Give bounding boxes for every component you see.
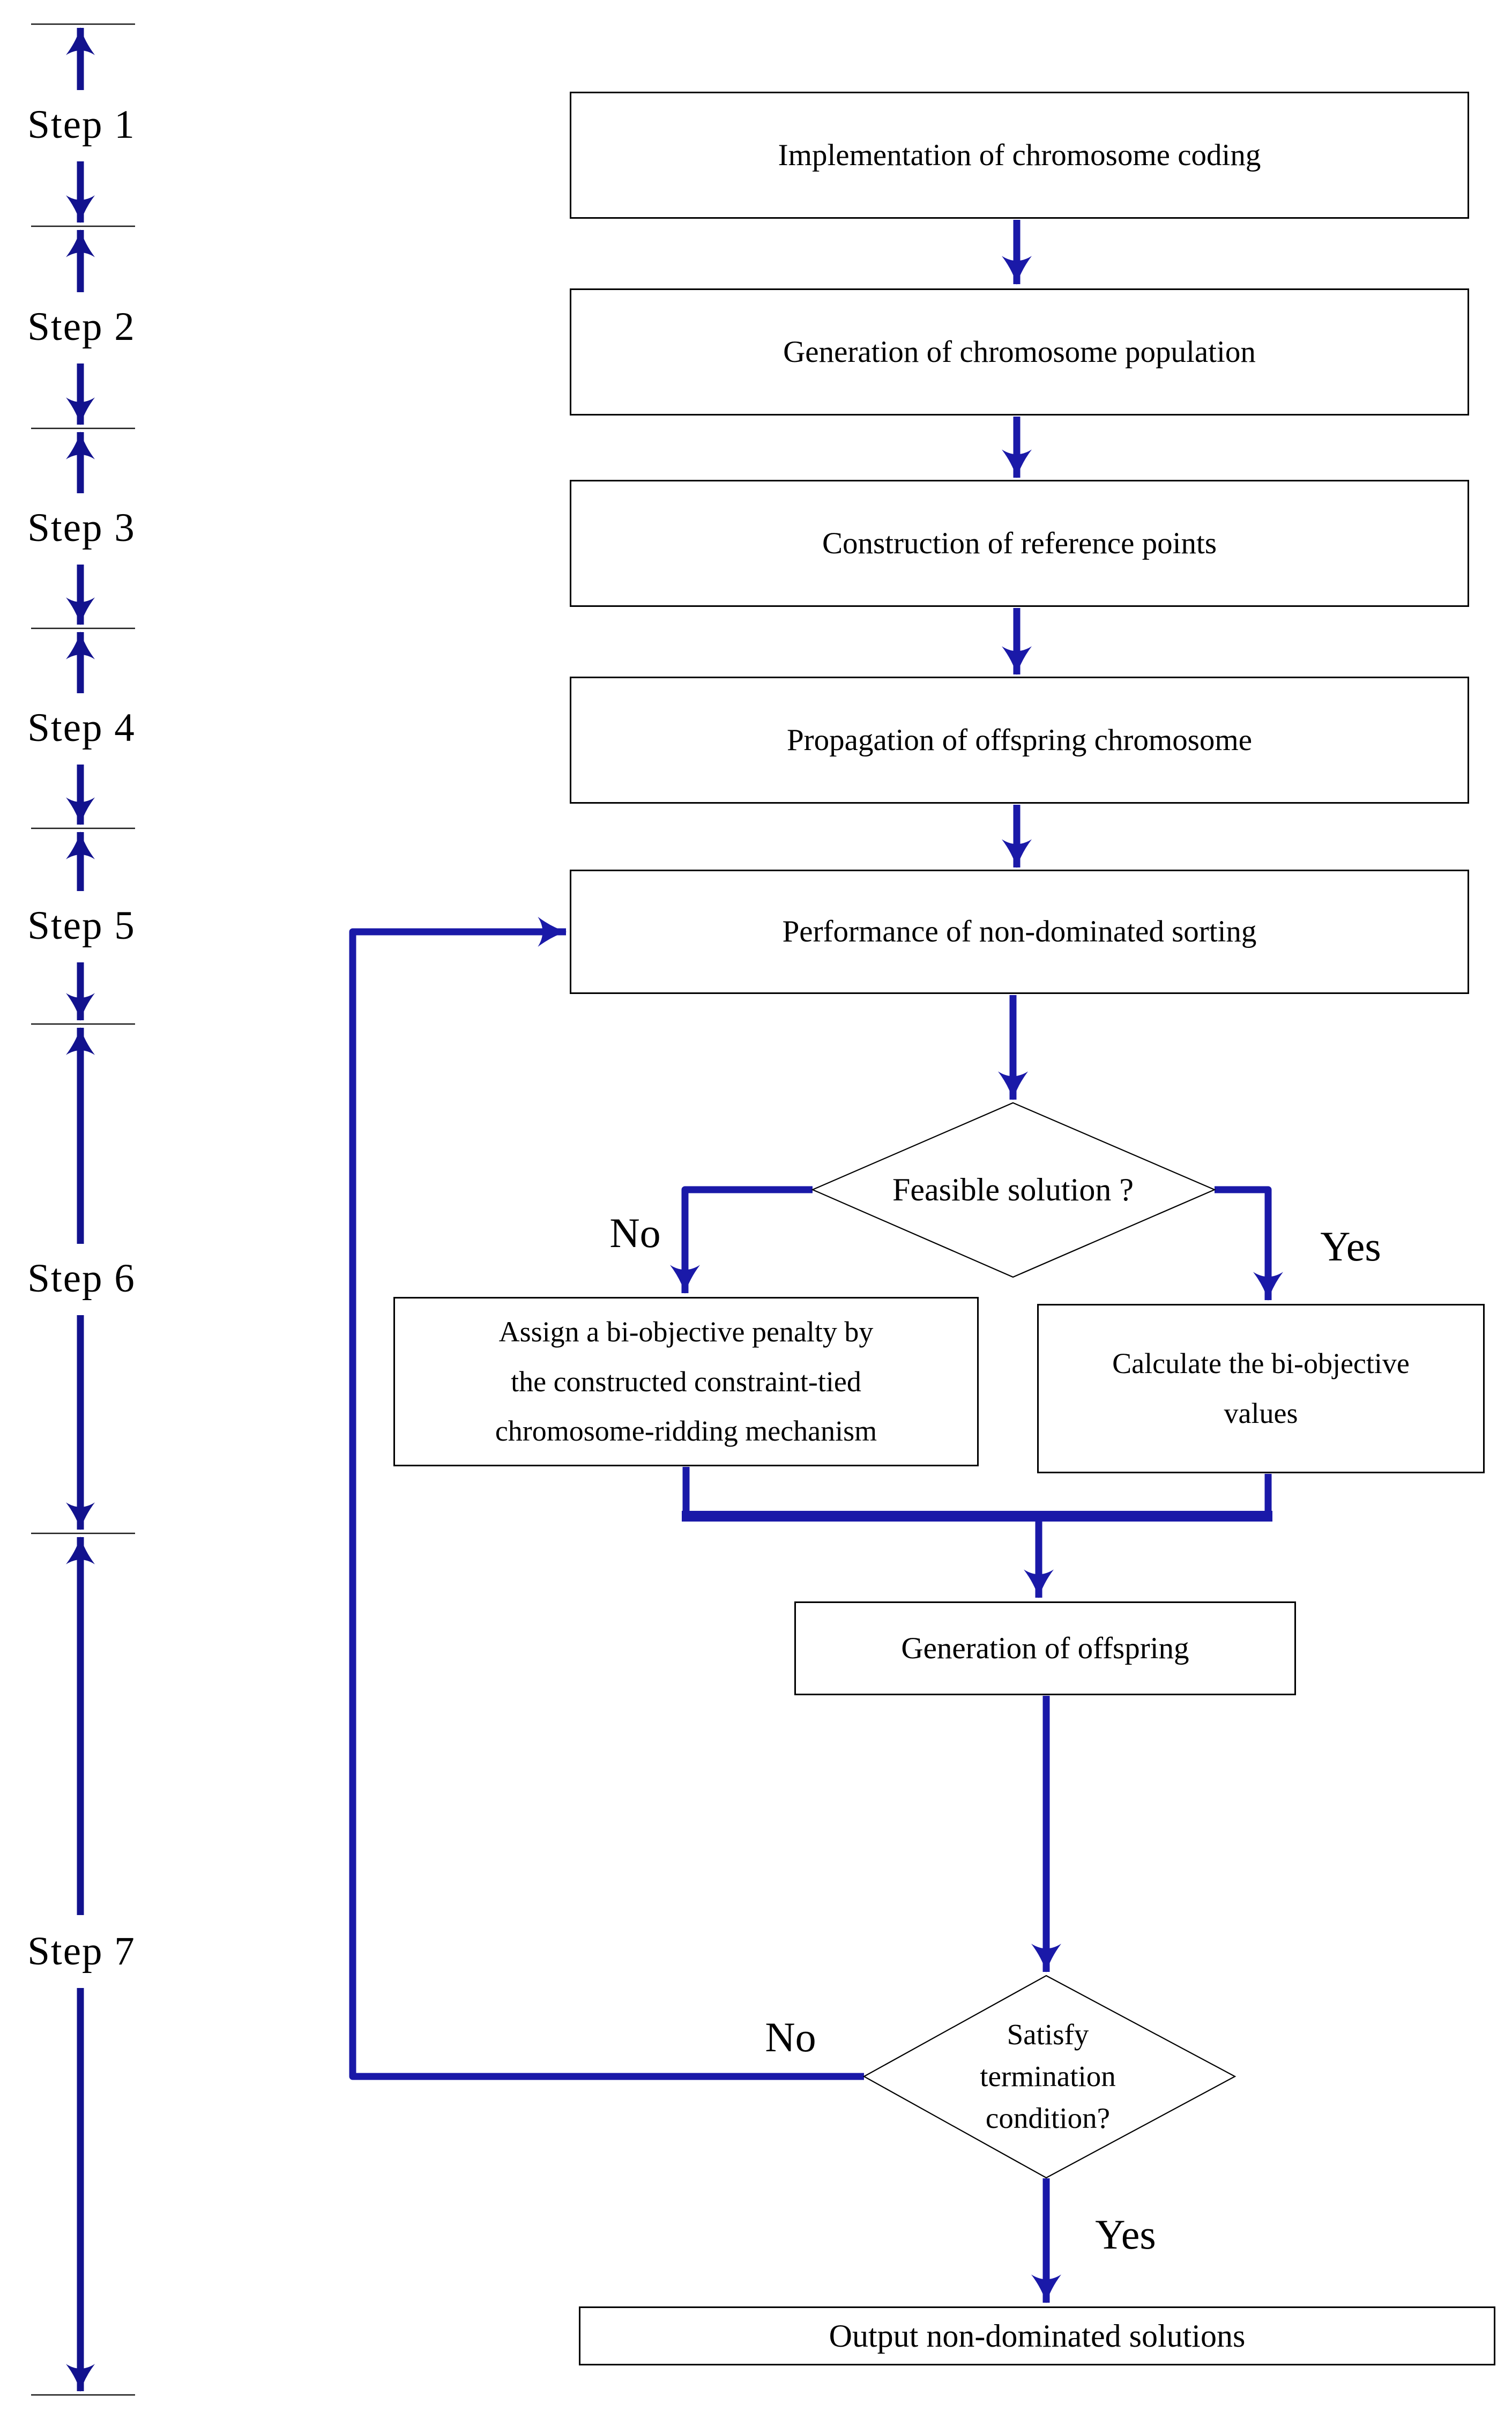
feasible-yes-label: Yes [1320,1223,1381,1270]
non-dominated-sorting-label: Performance of non-dominated sorting [782,915,1257,949]
process-box-offspring-generation: Generation of offspring [794,1601,1296,1695]
process-box-output-solutions: Output non-dominated solutions [579,2306,1495,2365]
step-label-3: Step 3 [27,506,136,550]
flow-connectors [349,220,1283,2304]
loop-back-to-sorting [349,917,864,2080]
termination-decision-diamond [862,1975,1237,2179]
bi-objective-values-label: Calculate the bi-objective values [1112,1347,1410,1429]
process-box-offspring-propagation: Propagation of offspring chromosome [570,677,1469,804]
step-boundary-lines [31,23,135,2396]
process-box-bi-objective-values: Calculate the bi-objective values [1037,1304,1485,1473]
feasible-decision-text: Feasible solution ? [892,1172,1134,1207]
penalty-assignment-label: Assign a bi-objective penalty by the con… [495,1315,877,1448]
feasible-decision-label: Feasible solution ? [809,1169,1217,1211]
no-branch-to-penalty-box [670,1186,813,1294]
process-box-penalty-assignment: Assign a bi-objective penalty by the con… [393,1297,979,1466]
step-label-7: Step 7 [27,1929,136,1974]
output-solutions-label: Output non-dominated solutions [829,2318,1246,2354]
yes-branch-to-calculate-box [1215,1186,1283,1301]
termination-no-label: No [765,2014,816,2060]
step-label-6: Step 6 [27,1256,136,1301]
feasible-decision-diamond [811,1102,1216,1278]
population-generation-label: Generation of chromosome population [783,335,1256,369]
offspring-generation-label: Generation of offspring [901,1631,1189,1665]
reference-points-label: Construction of reference points [822,526,1217,560]
process-box-non-dominated-sorting: Performance of non-dominated sorting [570,870,1469,994]
process-box-chromosome-coding: Implementation of chromosome coding [570,92,1469,219]
step-label-5: Step 5 [27,903,136,948]
offspring-propagation-label: Propagation of offspring chromosome [786,723,1253,757]
chromosome-coding-label: Implementation of chromosome coding [778,138,1261,172]
step-label-4: Step 4 [27,706,136,750]
termination-decision-text: Satisfy termination condition? [980,2017,1116,2135]
process-box-population-generation: Generation of chromosome population [570,288,1469,416]
step-label-1: Step 1 [27,102,136,147]
feasible-no-label: No [609,1210,661,1256]
step-label-2: Step 2 [27,305,136,349]
termination-decision-label: Satisfy termination condition? [876,2014,1219,2139]
decision-diamonds [811,1102,1237,2179]
termination-yes-label: Yes [1095,2211,1156,2258]
process-box-reference-points: Construction of reference points [570,480,1469,607]
